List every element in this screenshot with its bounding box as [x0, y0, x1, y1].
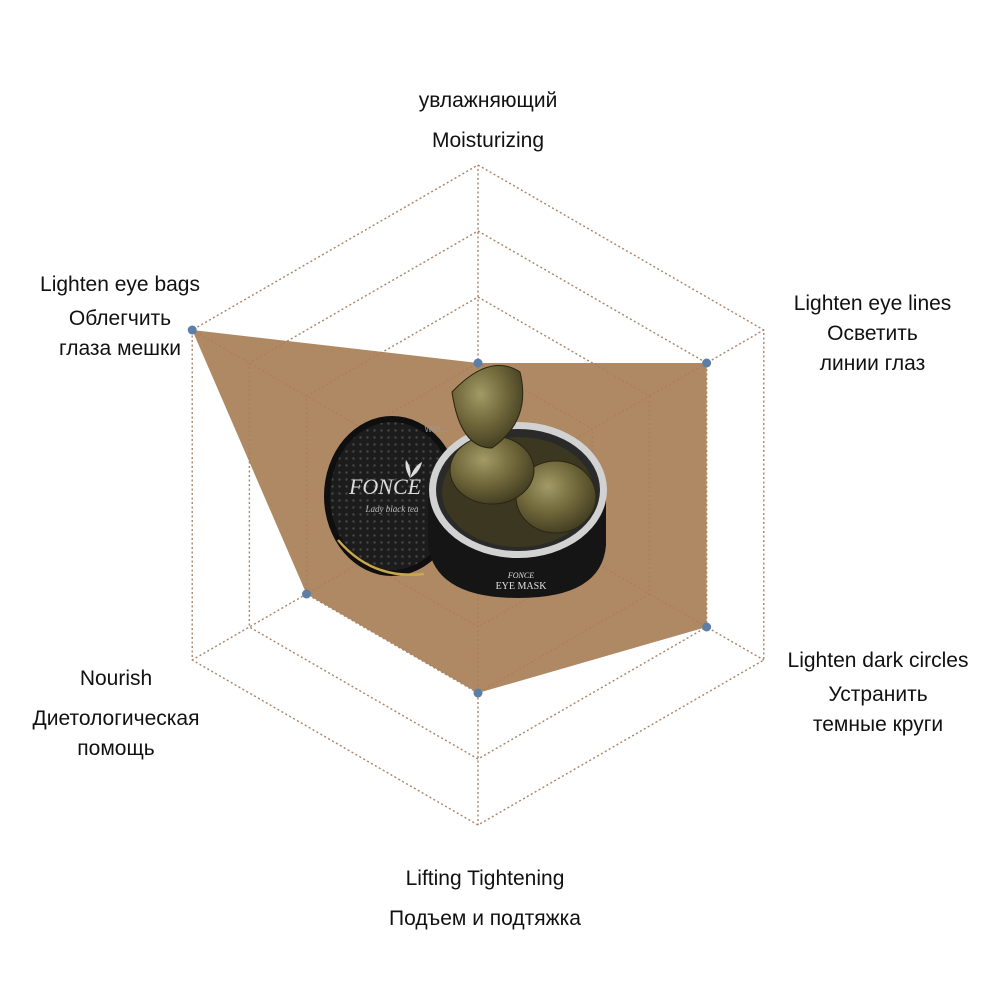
axis-label-ru-1: Облегчить: [68, 307, 172, 330]
leaf-icon: [405, 460, 422, 478]
axis-label-ru-2: помощь: [77, 737, 155, 760]
product-jar-image: FONCE Lady black tea With... EYE MASK FO…: [324, 364, 607, 598]
axis-label-nourish: Nourish Диетологическая помощь: [10, 666, 222, 762]
radar-point-circles: [702, 622, 712, 632]
axis-label-lifting-tightening: Lifting Tightening Подъем и подтяжка: [330, 866, 640, 932]
axis-label-lighten-dark-circles: Lighten dark circles Устранить темные кр…: [760, 648, 996, 738]
jar-body: EYE MASK FONCE: [428, 364, 607, 598]
radar-point-nourish: [302, 589, 312, 599]
axis-label-ru-2: глаза мешки: [59, 337, 181, 360]
jar-brand-text: FONCE: [348, 474, 422, 499]
radar-point-bags: [187, 325, 197, 335]
axis-label-en: Moisturizing: [431, 129, 545, 152]
axis-label-ru-1: Диетологическая: [32, 707, 200, 730]
axis-label-ru-2: темные круги: [812, 713, 944, 736]
axis-label-lighten-eye-lines: Lighten eye lines Осветить линии глаз: [760, 291, 985, 377]
axis-label-en: Nourish: [79, 667, 153, 690]
eye-patches: [449, 364, 597, 534]
jar-label-brand: FONCE: [507, 571, 534, 580]
axis-label-ru-1: Устранить: [828, 683, 928, 706]
radar-point-lift: [473, 688, 483, 698]
axis-label-ru-1: Осветить: [827, 322, 918, 345]
radar-point-lines: [702, 358, 712, 368]
axis-label-moisturizing: увлажняющий Moisturizing: [300, 88, 676, 154]
axis-label-en: Lighten eye bags: [40, 273, 200, 296]
axis-label-en: Lifting Tightening: [405, 867, 565, 890]
radar-point-moist: [473, 358, 483, 368]
axis-label-en: Lighten dark circles: [787, 649, 969, 672]
axis-label-ru-2: линии глаз: [819, 352, 926, 375]
jar-lid: FONCE Lady black tea With...: [324, 416, 460, 576]
axis-label-ru: Подъем и подтяжка: [389, 907, 581, 930]
axis-label-en: Lighten eye lines: [793, 292, 952, 315]
axis-label-ru: увлажняющий: [418, 89, 558, 112]
radar-markers: [187, 325, 712, 698]
jar-tagline-text: Lady black tea: [365, 504, 419, 514]
jar-lid-text: With...: [425, 425, 448, 434]
jar-label-text: EYE MASK: [496, 581, 548, 592]
axis-label-lighten-eye-bags: Lighten eye bags Облегчить глаза мешки: [10, 272, 230, 362]
